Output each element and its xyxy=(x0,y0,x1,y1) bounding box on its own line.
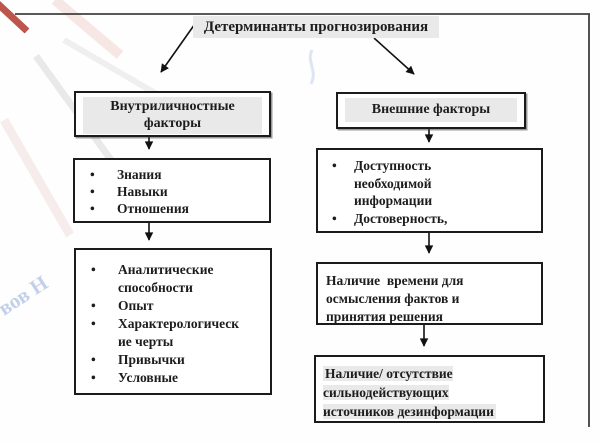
intrapersonal-factors-header-label: Внутриличностные факторы xyxy=(83,97,262,134)
list-item-label: Доступность необходимой информации xyxy=(354,158,433,208)
list-item-label: Условные xyxy=(118,370,179,385)
disinformation-text: Наличие/ отсутствие сильнодействующих ис… xyxy=(323,366,496,419)
personal-traits-box: • Аналитические способности • Опыт • Хар… xyxy=(74,248,272,395)
watermark-red-stroke xyxy=(0,1,30,34)
list-item: • Привычки xyxy=(76,351,270,369)
external-factors-header-label: Внешние факторы xyxy=(345,98,517,122)
bullet-icon: • xyxy=(90,184,95,199)
bullet-icon: • xyxy=(332,210,337,226)
knowledge-skills-box: • Знания • Навыки • Отношения xyxy=(73,158,271,223)
list-item: • Доступность необходимой информации xyxy=(318,157,541,210)
list-item-label: Знания xyxy=(117,167,162,182)
list-item-label: Привычки xyxy=(118,352,185,367)
bullet-icon: • xyxy=(90,167,95,182)
watermark-pink-stroke xyxy=(51,0,124,59)
list-item-label: Отношения xyxy=(117,201,189,216)
list-item-label: Характерологическ ие черты xyxy=(118,316,240,349)
bullet-icon: • xyxy=(332,158,337,173)
bullet-icon: • xyxy=(91,298,96,313)
bullet-icon: • xyxy=(91,370,96,385)
list-item: • Характерологическ ие черты xyxy=(76,315,270,351)
list-item: • Опыт xyxy=(76,297,270,315)
list-item: • Достоверность, xyxy=(318,210,541,228)
list-item-label: Опыт xyxy=(118,298,154,313)
bullet-icon: • xyxy=(90,201,95,216)
list-item: • Аналитические способности xyxy=(76,261,270,297)
list-item: • Знания xyxy=(75,166,269,183)
bullet-icon: • xyxy=(91,316,96,331)
list-item-label: Достоверность, xyxy=(354,210,448,226)
page-title: Детерминанты прогнозирования xyxy=(193,16,439,38)
list-item: • Условные xyxy=(76,369,270,387)
list-item: • Навыки xyxy=(75,183,269,200)
arrow-title-to-left xyxy=(160,20,198,73)
arrow-title-to-right xyxy=(373,37,415,75)
watermark-pink-stroke xyxy=(0,117,74,238)
time-availability-text: Наличие времени для осмысления фактов и … xyxy=(326,273,464,324)
disinformation-box: Наличие/ отсутствие сильнодействующих ис… xyxy=(314,355,545,423)
time-availability-box: Наличие времени для осмысления фактов и … xyxy=(316,262,543,325)
intrapersonal-factors-header-box: Внутриличностные факторы xyxy=(74,91,271,137)
bullet-icon: • xyxy=(91,352,96,367)
list-item: • Отношения xyxy=(75,200,269,217)
information-availability-box: • Доступность необходимой информации • Д… xyxy=(316,148,543,233)
bullet-icon: • xyxy=(91,262,96,277)
list-item-label: Навыки xyxy=(117,184,168,199)
watermark-blue-squiggle xyxy=(308,49,315,85)
external-factors-header-box: Внешние факторы xyxy=(336,92,526,129)
list-item-label: Аналитические способности xyxy=(118,262,214,295)
